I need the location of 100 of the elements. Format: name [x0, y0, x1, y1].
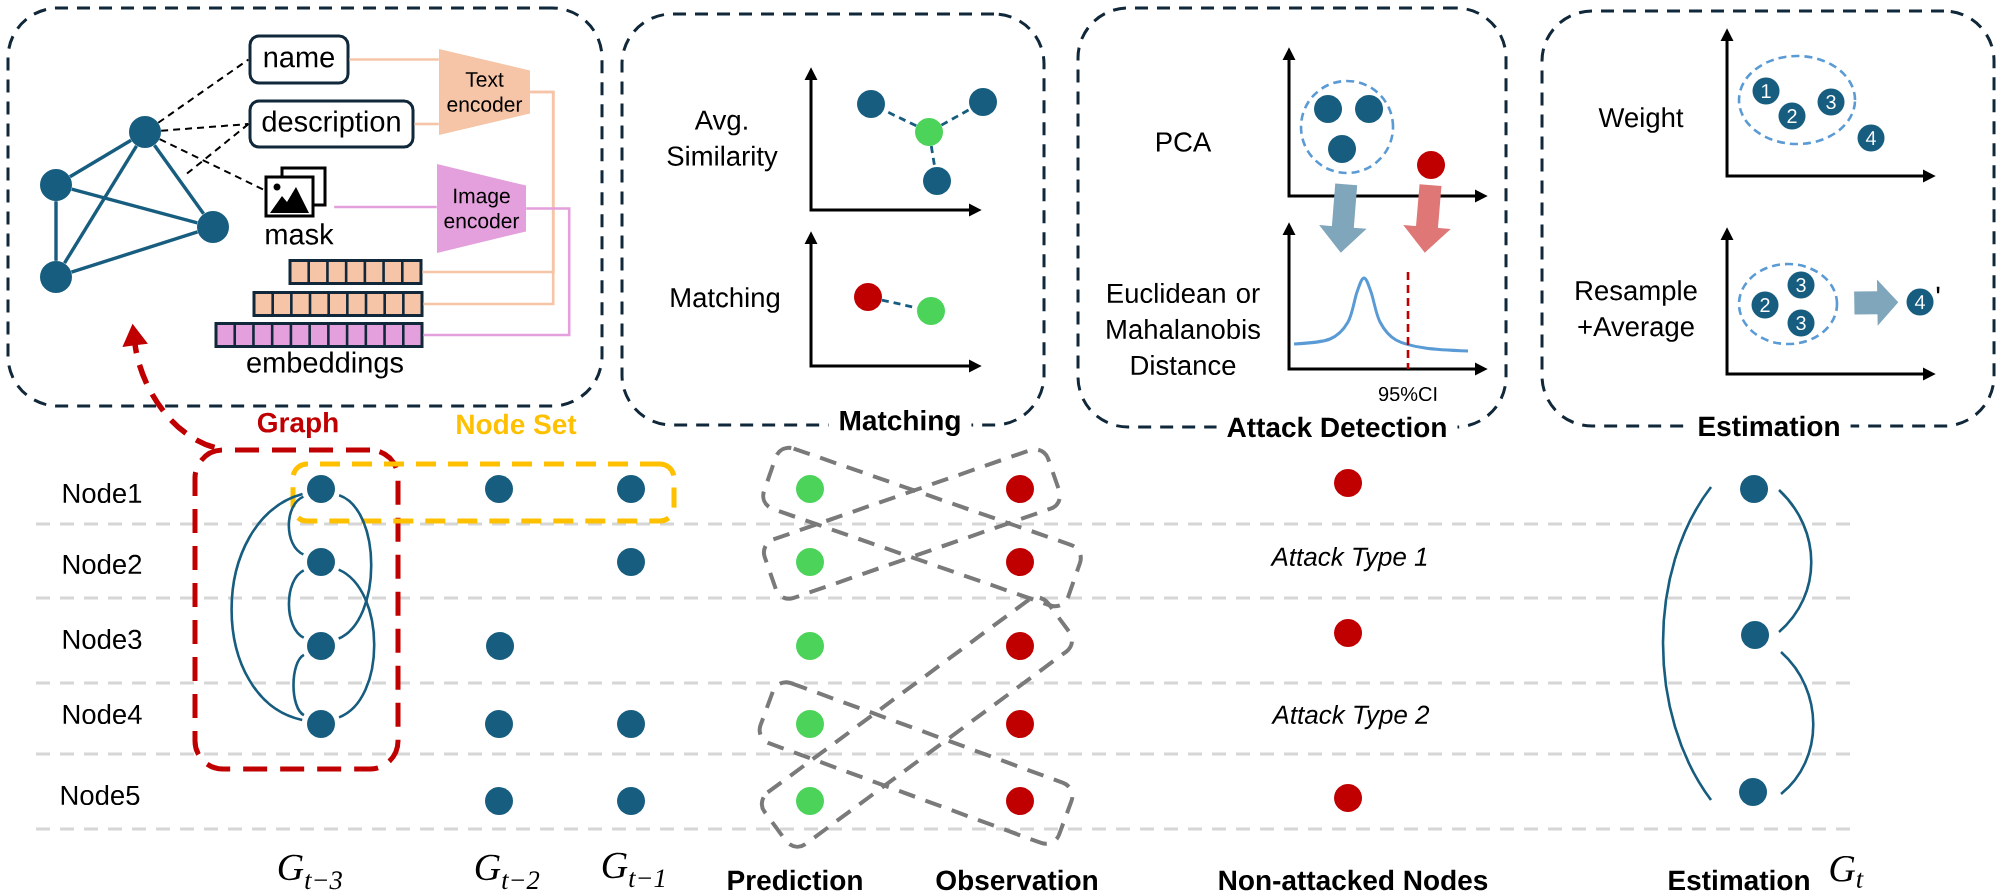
graph-edge: [287, 569, 305, 639]
column-label: Observation: [936, 869, 1097, 891]
column-label: Estimation: [1669, 869, 1809, 891]
graph-edge: [292, 653, 305, 717]
dot: [307, 632, 335, 660]
graph-edge: [153, 144, 205, 215]
dot: [617, 475, 645, 503]
dot: [307, 710, 335, 738]
chart-label: Weight: [1598, 107, 1684, 133]
dot: [485, 710, 513, 738]
dot: [1741, 621, 1769, 649]
dot: [796, 710, 824, 738]
graph-edge: [1780, 651, 1815, 795]
annotation: Attack Type 1: [1270, 546, 1427, 572]
connector-line: [349, 58, 439, 61]
dashed-box: Graph: [192, 411, 401, 772]
row-label: Node2: [63, 553, 142, 575]
embedding-bar: [288, 259, 423, 285]
chart-label: Avg. Similarity: [667, 110, 778, 172]
column-label: G$_{t−2}$: [475, 854, 540, 890]
row-label: Node4: [63, 703, 142, 725]
caption: embeddings: [247, 351, 403, 379]
annotation: Attack Type 2: [1271, 704, 1430, 730]
row-label: Node5: [61, 784, 140, 806]
connector-line: [334, 205, 437, 209]
dot: [40, 261, 72, 293]
dot: [796, 548, 824, 576]
dot: [1355, 95, 1383, 123]
dashed-circle: [1299, 79, 1395, 175]
prime-label: ': [1936, 286, 1940, 294]
dot: [923, 167, 951, 195]
dot: [617, 548, 645, 576]
connector-line: [423, 90, 555, 306]
dot: [796, 475, 824, 503]
connector-line: [414, 122, 439, 126]
dot: [796, 787, 824, 815]
row-label: Node1: [63, 482, 142, 504]
chart-label: Resample +Average: [1576, 280, 1697, 342]
node-label: Node Set: [457, 413, 577, 435]
embedding-bar: [252, 291, 424, 317]
encoder-trapezoid: Text encoder: [439, 49, 530, 135]
dot: [1006, 710, 1034, 738]
dot: [1334, 469, 1362, 497]
dashed-ellipse: [1737, 262, 1839, 346]
dot: [854, 283, 882, 311]
chart-label: Euclidean or Mahalanobis Distance: [1107, 282, 1260, 376]
dot: [307, 548, 335, 576]
dot: [1740, 475, 1768, 503]
dot: [307, 475, 335, 503]
graph-edge: [337, 494, 373, 640]
dot: [1334, 619, 1362, 647]
column-label: G$_{t−1}$: [602, 852, 664, 888]
dot: [1006, 787, 1034, 815]
dot: [1328, 135, 1356, 163]
dot: [486, 632, 514, 660]
node-label: mask: [266, 223, 334, 245]
dashed-box: [757, 680, 1075, 846]
encoder-trapezoid: Image encoder: [437, 164, 526, 253]
dot: [917, 297, 945, 325]
dot: [129, 116, 161, 148]
graph-edge: [70, 230, 199, 274]
dot: [1006, 632, 1034, 660]
graph-edge: [71, 187, 198, 225]
graph-edge: [63, 144, 138, 265]
dot: [197, 211, 229, 243]
dot: [1006, 475, 1034, 503]
column-label: G$_{t}$: [1830, 856, 1864, 888]
dot: [1006, 548, 1034, 576]
dot: [1314, 95, 1342, 123]
text-box: description: [248, 99, 415, 149]
column-label: Non-attacked Nodes: [1219, 869, 1488, 891]
text-box: name: [248, 34, 350, 85]
graph-edge: [230, 492, 303, 722]
graph-edge: [337, 568, 376, 719]
chart-label: PCA: [1157, 132, 1212, 152]
chart-label: Matching: [671, 287, 779, 313]
dashed-line: [940, 107, 972, 127]
dot: [617, 710, 645, 738]
dot: [485, 787, 513, 815]
graph-edge: [1661, 486, 1713, 801]
dashed-box: [760, 595, 1075, 849]
column-label: G$_{t−3}$: [278, 854, 342, 890]
dot: [1334, 784, 1362, 812]
dot: [1417, 151, 1445, 179]
dashed-line: [929, 145, 937, 168]
graph-edge: [69, 138, 132, 179]
dot: [485, 475, 513, 503]
dot: [617, 787, 645, 815]
dot: [857, 90, 885, 118]
dashed-ellipse: [1737, 54, 1857, 146]
dot: [796, 632, 824, 660]
row-label: Node3: [63, 628, 142, 650]
dashed-line: [160, 123, 250, 132]
dot: [1739, 778, 1767, 806]
dot: [40, 169, 72, 201]
dashed-line: [157, 58, 250, 124]
graph-edge: [54, 201, 58, 261]
node-label: Graph: [257, 411, 338, 439]
embedding-bar: [214, 322, 424, 348]
dot: [969, 88, 997, 116]
